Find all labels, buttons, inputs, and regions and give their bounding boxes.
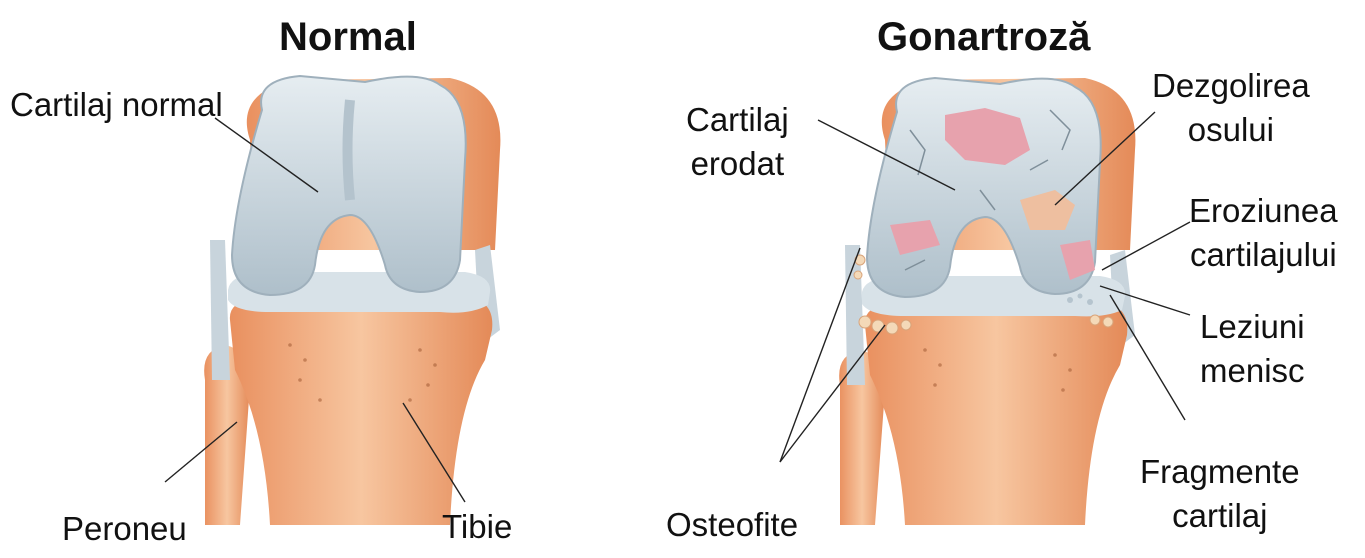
label-peroneu: Peroneu [62, 507, 187, 551]
label-tibie: Tibie [442, 505, 512, 549]
label-cartilaj-normal: Cartilaj normal [10, 83, 223, 127]
label-cartilaj-erodat-line1: Cartilaj [686, 98, 789, 142]
title-normal: Normal [279, 15, 417, 60]
label-cartilaj-erodat-line2: erodat [686, 142, 789, 186]
label-leziuni-line2: menisc [1200, 349, 1305, 393]
label-eroziunea-cartilajului: Eroziunea cartilajului [1189, 189, 1338, 277]
label-leziuni-line1: Leziuni [1200, 305, 1305, 349]
label-eroziunea-line2: cartilajului [1189, 233, 1338, 277]
label-leziuni-menisc: Leziuni menisc [1200, 305, 1305, 393]
label-osteofite: Osteofite [666, 503, 798, 547]
normal-knee [204, 76, 500, 525]
label-dezgolirea-line1: Dezgolirea [1152, 64, 1310, 108]
label-fragmente-line2: cartilaj [1140, 494, 1300, 538]
label-dezgolirea-line2: osului [1152, 108, 1310, 152]
title-gonartroza: Gonartroză [877, 15, 1090, 60]
label-fragmente-line1: Fragmente [1140, 450, 1300, 494]
arthritic-knee [839, 78, 1135, 525]
label-fragmente-cartilaj: Fragmente cartilaj [1140, 450, 1300, 538]
arthritic-tibia [865, 303, 1127, 525]
label-eroziunea-line1: Eroziunea [1189, 189, 1338, 233]
normal-tibia [230, 298, 492, 525]
label-cartilaj-erodat: Cartilaj erodat [686, 98, 789, 186]
label-dezgolirea-osului: Dezgolirea osului [1152, 64, 1310, 152]
